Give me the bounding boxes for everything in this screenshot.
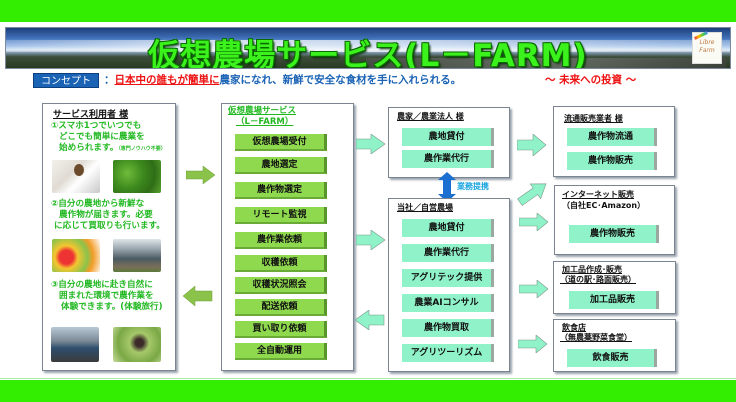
- benefit-line: 囲まれた環境で農作業を: [59, 291, 154, 301]
- distributor-button-crop-sales[interactable]: 農作物販売: [567, 152, 657, 170]
- concept-text: 農家になれ、新鮮で安全な食材を手に入れられる。: [219, 74, 462, 86]
- arrow-right-icon: [356, 134, 386, 154]
- own-farm-button-farm-work-agency[interactable]: 農作業代行: [402, 244, 494, 262]
- benefit-line: ②自分の農地から新鮮な: [51, 199, 145, 209]
- benefit-line: どこでも簡単に農業を: [59, 132, 145, 142]
- arrow-diagonal-icon: [517, 183, 547, 206]
- service-users-panel: サービス利用者 様 ①スマホ1つでいつでも どこでも簡単に農業を 始められます。…: [42, 103, 176, 371]
- bottom-green-bar: [0, 380, 736, 402]
- distributor-panel: 流通販売業者 様 農作物流通 農作物販売: [553, 106, 675, 177]
- service-button-harvest-status[interactable]: 収穫状況照会: [235, 277, 327, 294]
- processed-goods-panel: 加工品作成･販売 （道の駅･路面販売） 加工品販売: [553, 261, 676, 314]
- banner-clouds: [6, 40, 730, 52]
- partnership-label: 業務提携: [457, 182, 489, 191]
- service-button-delivery-request[interactable]: 配送依頼: [235, 299, 327, 316]
- photo-delivery-truck: [113, 239, 161, 272]
- service-button-farmland-selection[interactable]: 農地選定: [235, 157, 327, 174]
- farmer-panel: 農家／農業法人 様 農地貸付 農作業代行: [388, 107, 510, 178]
- benefit-line: 始められます。: [59, 143, 119, 153]
- farmer-panel-title: 農家／農業法人 様: [397, 112, 464, 121]
- processed-goods-button-sales[interactable]: 加工品販売: [569, 291, 659, 309]
- arrow-right-icon: [356, 230, 386, 250]
- arrow-right-icon: [519, 280, 549, 298]
- service-button-remote-monitoring[interactable]: リモート監視: [235, 207, 327, 224]
- own-farm-button-agritourism[interactable]: アグリツーリズム: [402, 344, 494, 362]
- users-panel-title: サービス利用者 様: [53, 110, 129, 120]
- title-banner: 仮想農場サービス(L－FARM) Libre Farm: [5, 27, 731, 69]
- internet-sales-panel: インターネット販売 （自社EC･Amazon） 農作物販売: [554, 185, 675, 255]
- arrow-left-icon: [355, 310, 385, 330]
- arrow-right-icon: [517, 134, 547, 156]
- internet-sales-title-line2: （自社EC･Amazon）: [562, 201, 646, 210]
- service-panel-title: 仮想農場サービス （L－FARM）: [228, 106, 296, 128]
- own-farm-button-farmland-lease[interactable]: 農地貸付: [402, 219, 494, 237]
- restaurant-title-line2: （無農薬野菜食堂）: [560, 333, 632, 342]
- restaurant-button-food-sales[interactable]: 飲食販売: [567, 349, 657, 367]
- concept-future-investment: ～ 未来への投資 ～: [545, 74, 637, 86]
- user-benefit-1: ①スマホ1つでいつでも どこでも簡単に農業を 始められます。（専門ノウハウ不要）: [51, 121, 175, 155]
- benefit-line: ①スマホ1つでいつでも: [51, 121, 142, 131]
- libre-farm-logo: Libre Farm: [692, 32, 722, 64]
- photo-person-farming: [113, 327, 161, 362]
- concept-highlight: 日本中の誰もが簡単に: [114, 74, 220, 86]
- restaurant-panel: 飲食店 （無農薬野菜食堂） 飲食販売: [553, 319, 676, 372]
- arrow-left-icon: [183, 286, 213, 306]
- top-green-bar: [0, 0, 736, 22]
- service-title-line2: （L－FARM）: [236, 117, 294, 127]
- concept-statement: ：日本中の誰もが簡単に農家になれ、新鮮で安全な食材を手に入れられる。: [104, 72, 461, 89]
- service-button-buyback-request[interactable]: 買い取り依頼: [235, 321, 327, 338]
- benefit-line: に応じて買取りも行います。: [54, 221, 165, 231]
- photo-train-station: [51, 327, 99, 362]
- restaurant-title-line1: 飲食店: [562, 323, 586, 332]
- benefit-line: 体験できます。(体験旅行): [61, 302, 163, 312]
- own-farm-button-ai-consulting[interactable]: 農業AIコンサル: [402, 294, 494, 312]
- photo-woman-smartphone: [52, 160, 100, 193]
- arrow-right-icon: [518, 335, 548, 353]
- concept-label: コンセプト: [33, 73, 99, 88]
- arrow-right-icon: [186, 166, 216, 184]
- processed-goods-title-line1: 加工品作成･販売: [562, 265, 622, 274]
- benefit-line: 農作物が届きます。必要: [59, 210, 153, 220]
- double-arrow-icon: [438, 172, 456, 202]
- processed-goods-title-line2: （道の駅･路面販売）: [560, 275, 636, 284]
- farmer-button-farm-work-agency[interactable]: 農作業代行: [402, 150, 494, 168]
- service-title-line1: 仮想農場サービス: [228, 106, 297, 116]
- service-button-farm-work-request[interactable]: 農作業依頼: [235, 232, 327, 249]
- internet-sales-title-line1: インターネット販売: [562, 190, 634, 199]
- arrow-right-icon: [519, 213, 549, 231]
- farmer-button-farmland-lease[interactable]: 農地貸付: [402, 128, 494, 146]
- own-farm-button-crop-purchase[interactable]: 農作物買取: [402, 319, 494, 337]
- concept-colon: ：: [104, 74, 115, 86]
- internet-sales-button-crop-sales[interactable]: 農作物販売: [569, 225, 659, 243]
- distributor-button-crop-distribution[interactable]: 農作物流通: [567, 128, 657, 146]
- bottom-divider: [0, 378, 736, 379]
- user-benefit-2: ②自分の農地から新鮮な 農作物が届きます。必要 に応じて買取りも行います。: [51, 199, 175, 232]
- service-button-harvest-request[interactable]: 収穫依頼: [235, 255, 327, 272]
- own-farm-panel: 当社／自営農場 農地貸付 農作業代行 アグリテック提供 農業AIコンサル 農作物…: [388, 198, 510, 372]
- service-button-virtual-farm-reception[interactable]: 仮想農場受付: [235, 134, 327, 151]
- user-benefit-3: ③自分の農地に赴き自然に 囲まれた環境で農作業を 体験できます。(体験旅行): [51, 280, 175, 313]
- service-button-crop-selection[interactable]: 農作物選定: [235, 182, 327, 199]
- photo-leafy-crops: [113, 160, 161, 193]
- own-farm-panel-title: 当社／自営農場: [397, 203, 453, 212]
- distributor-panel-title: 流通販売業者 様: [564, 114, 623, 123]
- banner-road: [366, 58, 726, 68]
- banner-title: 仮想農場サービス(L－FARM): [148, 38, 588, 69]
- benefit-line: ③自分の農地に赴き自然に: [51, 280, 153, 290]
- own-farm-button-agritech[interactable]: アグリテック提供: [402, 269, 494, 287]
- photo-vegetables: [52, 239, 100, 272]
- service-button-full-automation[interactable]: 全自動運用: [235, 343, 327, 360]
- lfarm-service-panel: 仮想農場サービス （L－FARM） 仮想農場受付 農地選定 農作物選定 リモート…: [221, 103, 354, 371]
- benefit-note: （専門ノウハウ不要）: [118, 146, 166, 152]
